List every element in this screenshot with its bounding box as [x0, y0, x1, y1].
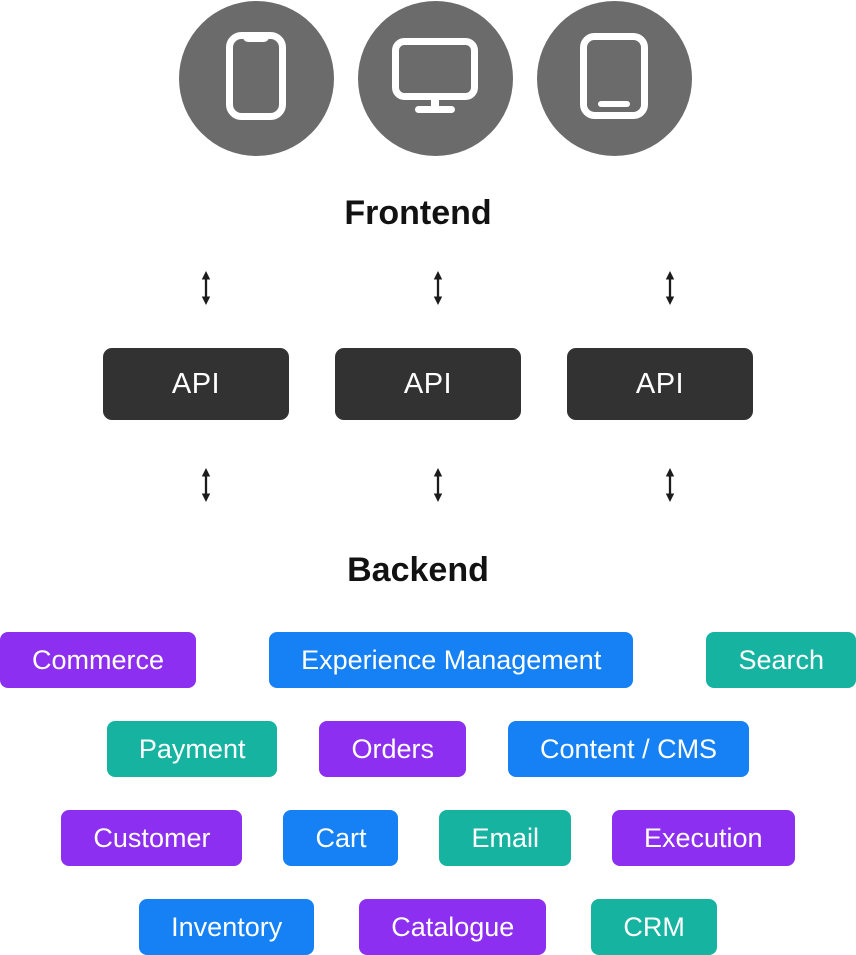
- service-pill-commerce: Commerce: [0, 632, 197, 688]
- api-box-label: API: [171, 367, 221, 400]
- service-pill-payment: Payment: [106, 721, 278, 777]
- double-arrow-icon: [199, 271, 213, 310]
- tablet-circle: [536, 1, 692, 156]
- double-arrow-icon: [663, 468, 677, 507]
- frontend-devices-row: [7, 0, 856, 156]
- api-box-label: API: [403, 367, 453, 400]
- smartphone-icon: [226, 32, 286, 125]
- double-arrow-icon: [199, 468, 213, 507]
- service-pill-inventory: Inventory: [139, 899, 315, 955]
- double-arrow-icon: [431, 271, 445, 310]
- tablet-icon: [580, 33, 648, 124]
- api-box: API: [103, 348, 289, 420]
- service-pill-execution: Execution: [611, 810, 795, 866]
- arrow-cell: [577, 468, 763, 507]
- service-pill-experience-management: Experience Management: [269, 632, 634, 688]
- smartphone-circle: [178, 1, 334, 156]
- backend-services-row-2: Payment Orders Content / CMS: [0, 721, 856, 777]
- arrow-cell: [113, 271, 299, 310]
- service-pill-catalogue: Catalogue: [359, 899, 547, 955]
- arrow-cell: [345, 271, 531, 310]
- monitor-icon: [392, 38, 478, 119]
- backend-services-row-4: Inventory Catalogue CRM: [0, 899, 856, 955]
- service-pill-customer: Customer: [61, 810, 243, 866]
- double-arrow-icon: [663, 271, 677, 310]
- frontend-api-arrows: [10, 271, 856, 310]
- monitor-circle: [357, 1, 513, 156]
- arrow-cell: [577, 271, 763, 310]
- service-pill-search: Search: [706, 632, 856, 688]
- backend-services-row-1: Commerce Experience Management Search: [0, 632, 856, 688]
- double-arrow-icon: [431, 468, 445, 507]
- backend-title: Backend: [347, 551, 489, 589]
- api-backend-arrows: [10, 468, 856, 507]
- arrow-cell: [345, 468, 531, 507]
- frontend-title: Frontend: [344, 194, 492, 232]
- service-pill-orders: Orders: [319, 721, 466, 777]
- api-box-label: API: [635, 367, 685, 400]
- backend-services-row-3: Customer Cart Email Execution: [0, 810, 856, 866]
- service-pill-crm: CRM: [591, 899, 717, 955]
- service-pill-cart: Cart: [283, 810, 399, 866]
- api-box: API: [567, 348, 753, 420]
- api-layer: API API API: [0, 348, 856, 420]
- arrow-cell: [113, 468, 299, 507]
- api-box: API: [335, 348, 521, 420]
- service-pill-email: Email: [439, 810, 571, 866]
- service-pill-content-cms: Content / CMS: [508, 721, 750, 777]
